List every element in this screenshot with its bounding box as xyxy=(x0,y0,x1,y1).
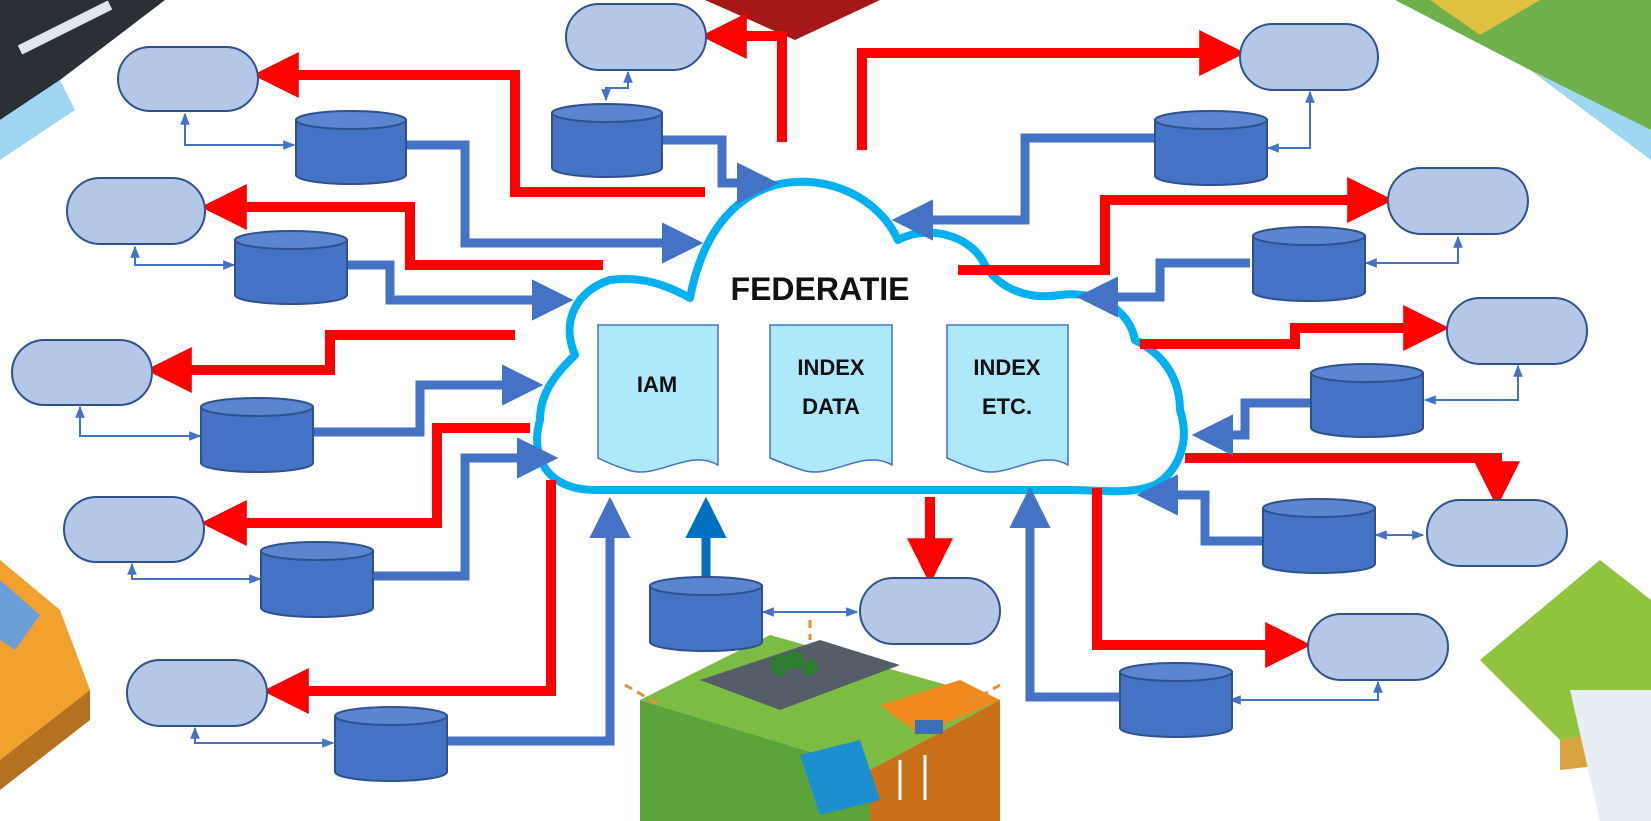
incoming-arrow xyxy=(1136,474,1262,546)
client-node xyxy=(565,3,707,71)
outgoing-arrow xyxy=(1092,488,1312,668)
database-node xyxy=(234,230,348,305)
client-node xyxy=(126,659,268,727)
outgoing-arrow xyxy=(700,13,787,142)
node-layer xyxy=(11,3,1588,782)
client-node xyxy=(66,177,206,245)
database-node xyxy=(1119,662,1233,738)
incoming-arrow xyxy=(406,140,704,264)
document-index-etc: INDEX ETC. xyxy=(946,324,1069,473)
client-node xyxy=(11,339,153,406)
corner-tile-top-center-icon xyxy=(705,0,880,40)
incoming-arrow xyxy=(891,133,1155,241)
database-node xyxy=(551,103,663,178)
link-arrow xyxy=(127,562,262,584)
corner-tile-bottom-right-icon xyxy=(1480,560,1651,821)
outgoing-arrow xyxy=(1185,453,1520,508)
link-arrow xyxy=(130,245,236,270)
incoming-arrow xyxy=(1009,486,1120,702)
client-node xyxy=(1426,499,1568,567)
document-index-etc-line2: ETC. xyxy=(982,394,1032,419)
corner-tile-top-right-icon xyxy=(1395,0,1651,160)
database-node xyxy=(1310,363,1424,438)
database-node xyxy=(334,706,448,782)
outgoing-arrow xyxy=(1140,305,1450,351)
incoming-arrow xyxy=(1191,398,1310,456)
link-arrow xyxy=(601,70,633,102)
document-index-data-line1: INDEX xyxy=(797,355,865,380)
outgoing-arrow xyxy=(200,423,530,546)
link-arrow xyxy=(1228,680,1383,705)
client-node xyxy=(63,496,205,563)
outgoing-arrow xyxy=(262,480,556,714)
client-node xyxy=(1239,23,1379,91)
document-index-data-line2: DATA xyxy=(802,394,860,419)
client-node xyxy=(117,46,259,112)
database-node xyxy=(295,110,407,185)
link-arrow xyxy=(1364,235,1463,268)
link-arrow xyxy=(190,726,335,748)
incoming-arrow xyxy=(347,260,574,321)
link-arrow xyxy=(75,405,202,441)
client-node xyxy=(1446,297,1588,365)
link-arrow xyxy=(180,112,296,150)
outgoing-arrow xyxy=(958,177,1394,275)
incoming-arrow xyxy=(313,364,544,437)
incoming-arrow xyxy=(1076,258,1250,318)
database-node xyxy=(1154,110,1268,186)
corner-tile-top-left-icon xyxy=(0,0,165,160)
client-node xyxy=(1307,613,1449,681)
link-arrow xyxy=(1266,90,1315,153)
database-node xyxy=(1262,498,1376,574)
outgoing-arrow xyxy=(145,330,515,393)
document-index-data: INDEX DATA xyxy=(769,324,893,473)
database-node xyxy=(1252,226,1366,302)
client-node xyxy=(859,577,1001,645)
cloud-title: FEDERATIE xyxy=(731,271,910,307)
outgoing-arrow xyxy=(252,52,705,197)
incoming-arrow xyxy=(662,135,779,204)
document-iam-label: IAM xyxy=(637,372,677,397)
database-node xyxy=(649,576,763,652)
database-node xyxy=(200,397,314,473)
database-node xyxy=(260,541,374,618)
document-iam: IAM xyxy=(597,324,719,473)
outgoing-arrow xyxy=(857,30,1246,150)
landscape-tile-bottom-center-icon xyxy=(624,620,1001,821)
connector-layer xyxy=(75,13,1523,748)
document-index-etc-line1: INDEX xyxy=(973,355,1041,380)
incoming-arrow xyxy=(447,496,631,746)
incoming-arrow xyxy=(372,437,559,581)
outgoing-arrow xyxy=(200,184,603,270)
corner-tile-bottom-left-icon xyxy=(0,560,90,790)
client-node xyxy=(1387,167,1529,235)
link-arrow xyxy=(1423,364,1523,405)
